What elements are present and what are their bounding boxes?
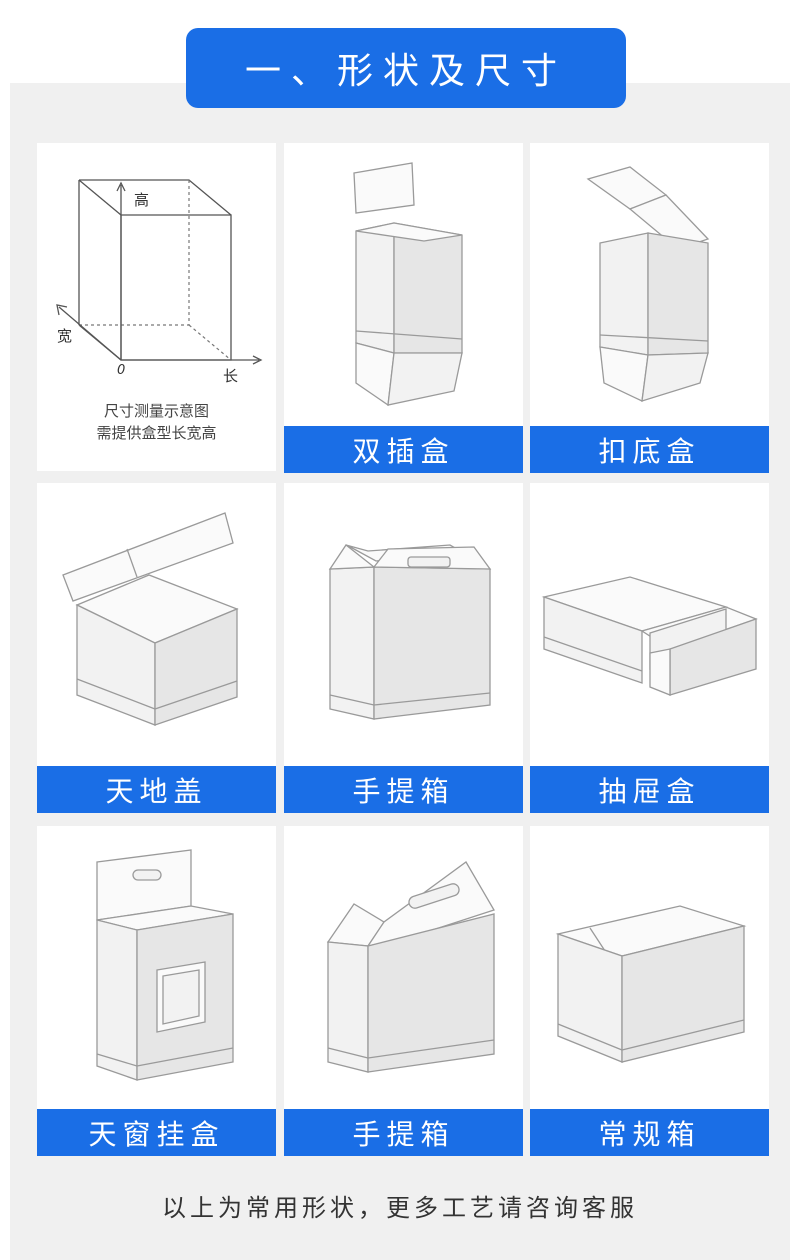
box-label: 手提箱 xyxy=(284,1109,523,1156)
lock-bottom-box-icon xyxy=(586,166,710,402)
handle-case-icon xyxy=(328,544,492,720)
box-card-lid-base[interactable]: 天地盖 xyxy=(37,483,276,813)
box-label: 天地盖 xyxy=(37,766,276,813)
regular-carton-icon xyxy=(555,905,747,1063)
box-card-double-tuck[interactable]: 双插盒 xyxy=(284,143,523,473)
diagram-caption-line2: 需提供盒型长宽高 xyxy=(96,424,217,442)
section-title: 一、形状及尺寸 xyxy=(186,28,626,108)
box-card-handle-box[interactable]: 手提箱 xyxy=(284,826,523,1156)
axis-width-label: 宽 xyxy=(57,327,73,345)
window-hanger-box-icon xyxy=(96,849,234,1081)
box-label: 抽屉盒 xyxy=(530,766,769,813)
box-card-regular-carton[interactable]: 常规箱 xyxy=(530,826,769,1156)
box-card-window-hanger[interactable]: 天窗挂盒 xyxy=(37,826,276,1156)
axis-height-label: 高 xyxy=(134,191,150,209)
handle-box-icon xyxy=(326,861,495,1073)
box-card-lock-bottom[interactable]: 扣底盒 xyxy=(530,143,769,473)
footer-note: 以上为常用形状，更多工艺请咨询客服 xyxy=(162,1194,638,1222)
axis-origin-label: 0 xyxy=(117,363,126,378)
box-label: 常规箱 xyxy=(530,1109,769,1156)
box-label: 双插盒 xyxy=(284,426,523,473)
box-card-drawer[interactable]: 抽屉盒 xyxy=(530,483,769,813)
box-label: 扣底盒 xyxy=(530,426,769,473)
lid-base-box-icon xyxy=(62,512,239,726)
box-label: 天窗挂盒 xyxy=(37,1109,276,1156)
dimension-diagram: 高 宽 长 0 尺寸测量示意图 需提供盒型长宽高 xyxy=(37,143,276,471)
dimension-cube-icon xyxy=(56,179,263,365)
diagram-caption-line1: 尺寸测量示意图 xyxy=(103,402,209,420)
axis-length-label: 长 xyxy=(223,367,239,385)
box-label: 手提箱 xyxy=(284,766,523,813)
drawer-box-icon xyxy=(541,576,758,696)
box-card-handle-case[interactable]: 手提箱 xyxy=(284,483,523,813)
double-tuck-box-icon xyxy=(353,162,463,407)
